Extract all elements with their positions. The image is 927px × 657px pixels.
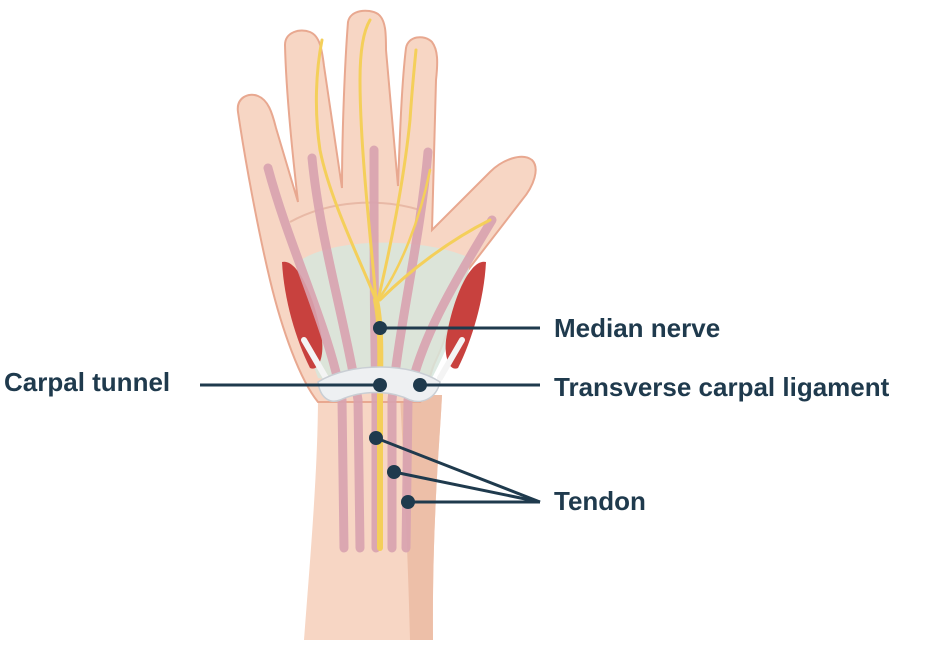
palm-crease — [289, 201, 421, 223]
tendon-label: Tendon — [554, 486, 646, 516]
tendon-dot-3 — [401, 495, 415, 509]
muscle-tendon-right — [437, 337, 465, 381]
tendon-leader-2 — [393, 470, 541, 504]
thenar-muscle-left — [282, 261, 323, 369]
carpal-tunnel-dot — [373, 378, 387, 392]
nerve-branch-4 — [378, 218, 492, 302]
tendon-dot-1 — [369, 431, 383, 445]
transverse-ligament-dot — [413, 378, 427, 392]
marker-dots — [369, 321, 427, 509]
nerve-branch-3 — [376, 48, 418, 302]
nerves — [314, 18, 492, 551]
nerve-branch-2 — [358, 18, 378, 302]
transverse-carpal-ligament-label: Transverse carpal ligament — [554, 372, 890, 402]
thenar-muscle-right — [445, 261, 486, 369]
nerve-branch-5 — [376, 168, 432, 302]
muscle-tendon-left — [301, 337, 329, 381]
median-nerve — [373, 297, 384, 551]
tendon-leader-1 — [375, 436, 541, 504]
tendon-3 — [369, 145, 381, 553]
tendon-dot-2 — [387, 465, 401, 479]
carpal-tunnel-label: Carpal tunnel — [4, 367, 171, 397]
leader-lines — [200, 326, 541, 504]
nerve-branch-1 — [314, 38, 378, 302]
median-nerve-dot — [373, 321, 387, 335]
median-nerve-label: Median nerve — [554, 313, 721, 343]
